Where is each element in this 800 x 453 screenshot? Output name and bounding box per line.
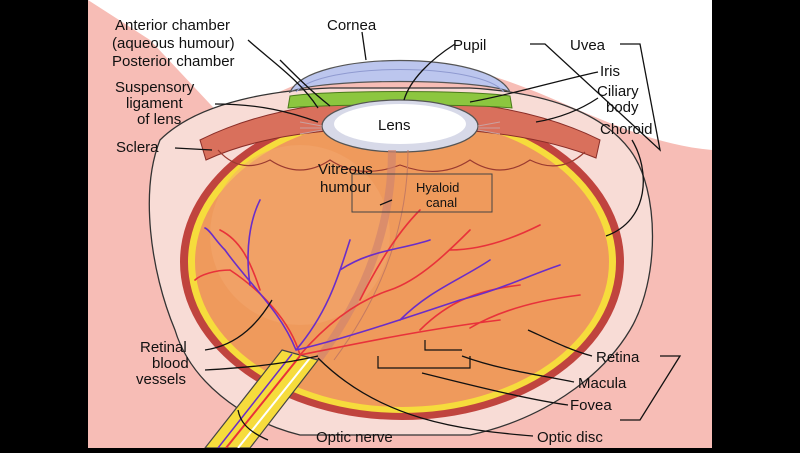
label-ligament: ligament: [126, 95, 184, 112]
right-letterbox: [712, 0, 800, 448]
suspensory-ligaments: [299, 121, 501, 135]
label-uvea: Uvea: [570, 37, 606, 54]
label-sclera: Sclera: [116, 139, 159, 156]
label-macula: Macula: [578, 375, 627, 392]
label-ciliary: Ciliary: [597, 83, 639, 100]
anterior-chamber: [295, 69, 505, 93]
optic-artery: [225, 355, 301, 449]
white-background: [88, 0, 712, 150]
label-blood: blood: [152, 355, 189, 372]
hyaloid-canal: [314, 149, 396, 363]
label-iris: Iris: [600, 63, 620, 80]
label-choroid: Choroid: [600, 121, 653, 138]
vitreous-highlight: [210, 145, 390, 325]
retinal-vessels: [194, 199, 581, 356]
left-letterbox: [0, 0, 88, 448]
hyaloid-box: [351, 173, 493, 213]
hyaloid-canal-edge: [333, 149, 409, 361]
label-retina: Retina: [596, 349, 640, 366]
label-hyaloid-canal: canal: [426, 195, 457, 210]
label-retinal: Retinal: [140, 339, 187, 356]
label-vitreous: Vitreous: [318, 161, 373, 178]
label-vessels: vessels: [136, 371, 186, 388]
label-suspensory: Suspensory: [115, 79, 195, 96]
label-pupil: Pupil: [453, 37, 486, 54]
label-anterior-chamber: Anterior chamber: [115, 17, 230, 34]
label-lens: Lens: [378, 117, 411, 134]
label-vitreous-humour: humour: [320, 179, 371, 196]
label-cornea: Cornea: [327, 17, 377, 34]
macula-bracket: [377, 356, 471, 369]
label-hyaloid: Hyaloid: [416, 180, 459, 195]
optic-vein: [217, 353, 293, 449]
leader-lines: [174, 31, 682, 441]
lens-core: [334, 104, 466, 144]
label-optic-disc: Optic disc: [537, 429, 603, 446]
label-aqueous-humour: (aqueous humour): [112, 35, 235, 52]
label-fovea: Fovea: [570, 397, 612, 414]
ciliary-folds: [217, 149, 586, 173]
label-optic-nerve: Optic nerve: [316, 429, 393, 446]
label-of-lens: of lens: [137, 111, 181, 128]
label-ciliary-body: body: [606, 99, 639, 116]
cornea: [288, 60, 512, 94]
optic-nerve-sheath: [237, 357, 311, 449]
fovea-bracket: [424, 340, 462, 351]
label-posterior-chamber: Posterior chamber: [112, 53, 235, 70]
